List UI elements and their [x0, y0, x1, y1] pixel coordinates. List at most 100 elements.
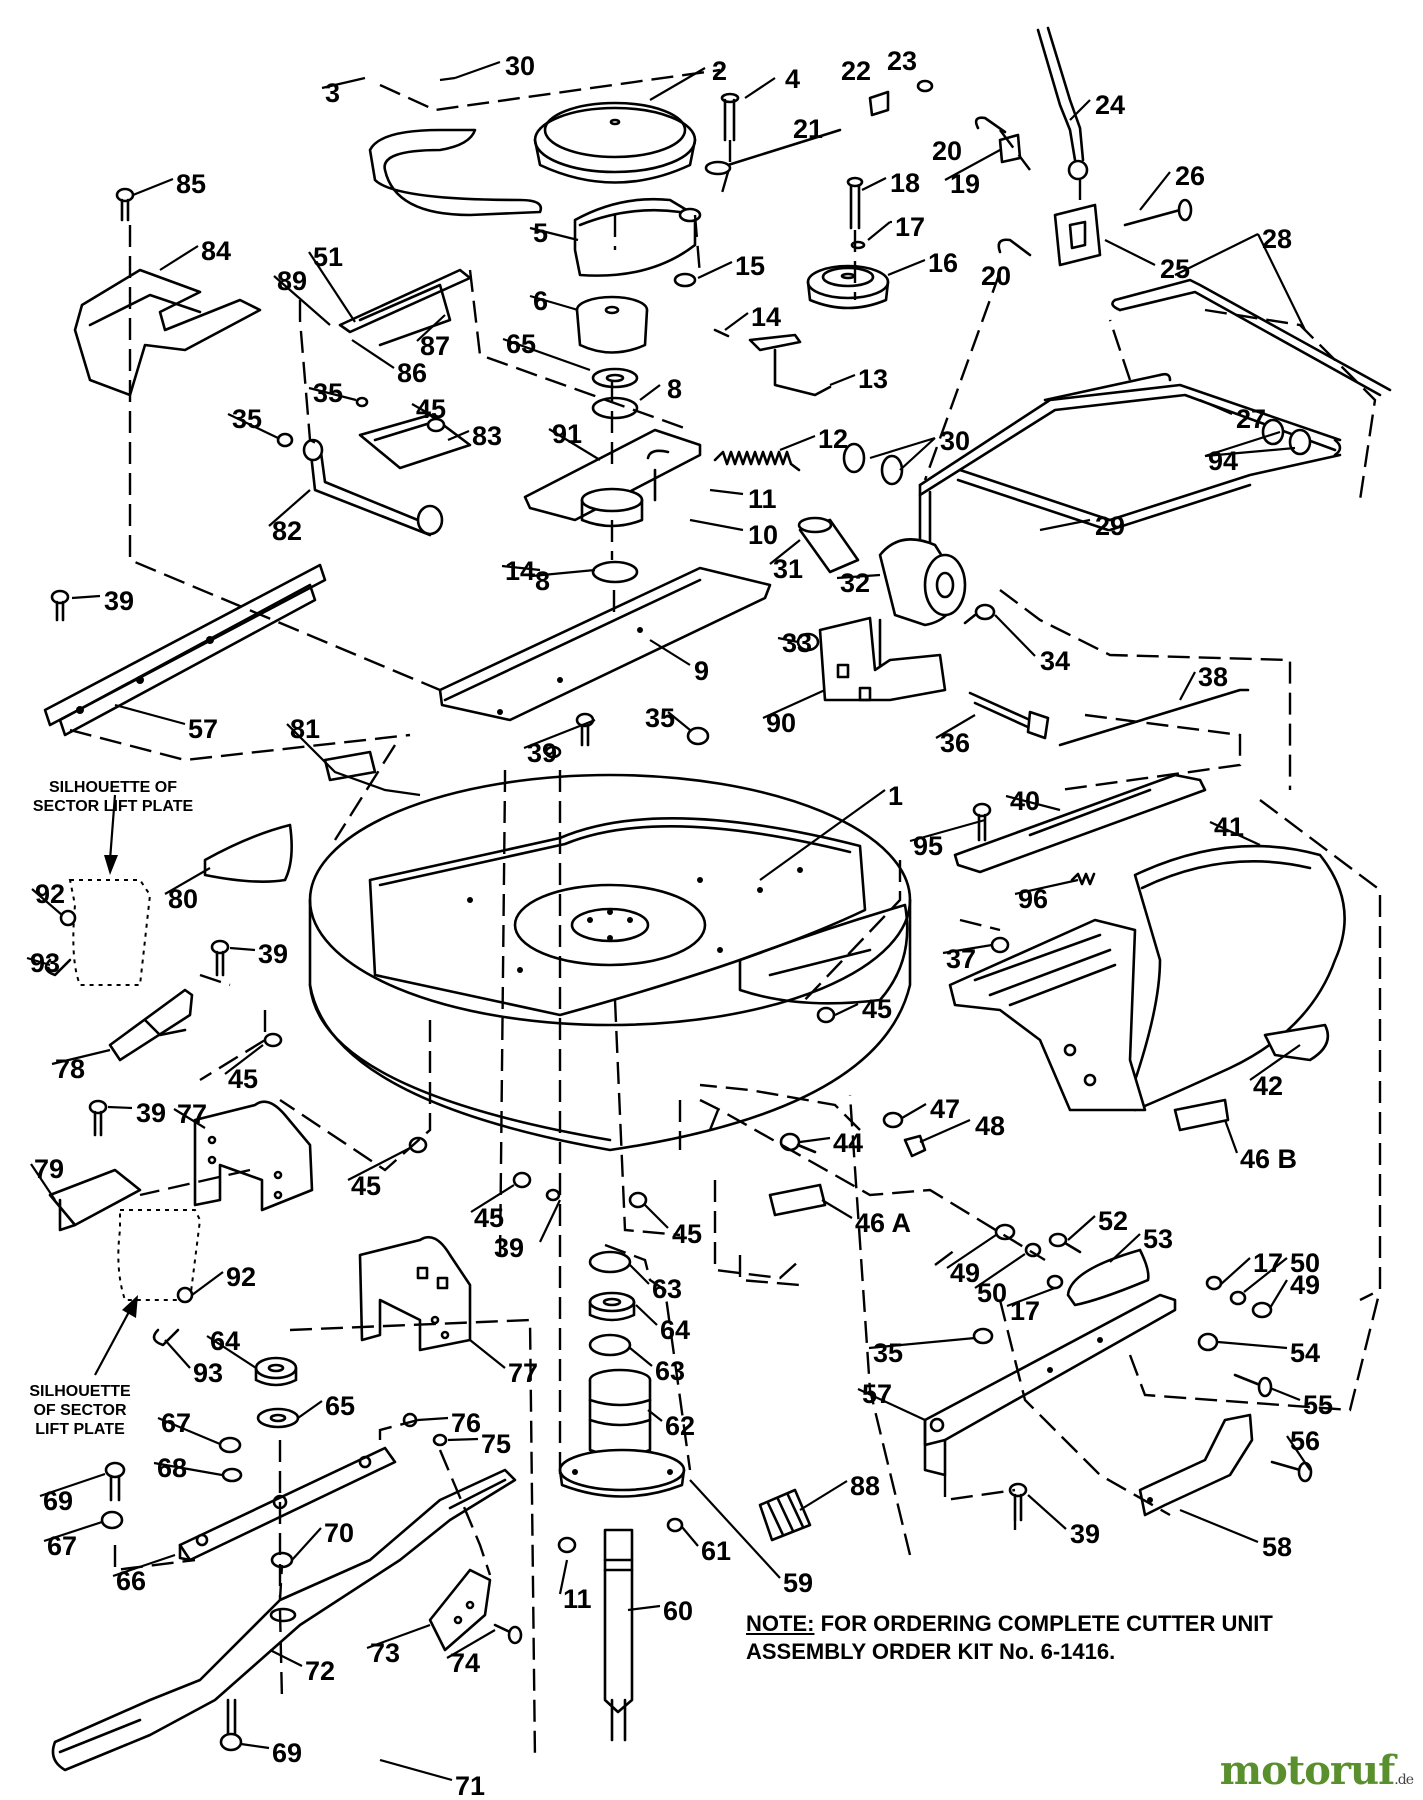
callout-c80: 80	[168, 884, 198, 914]
callout-c65a: 65	[506, 329, 536, 359]
silhouette-caption-bottom: SILHOUETTE OF SECTOR LIFT PLATE	[29, 1383, 131, 1438]
callout-c51: 51	[313, 242, 343, 272]
watermark-text: motoruf	[1219, 1747, 1396, 1794]
callout-c58: 58	[1262, 1532, 1292, 1562]
nut-45-bottom-left	[408, 1136, 428, 1154]
callout-c38: 38	[1198, 662, 1228, 692]
callout-c92b: 92	[226, 1262, 256, 1292]
bracket-58	[1138, 1413, 1254, 1517]
callout-c22: 22	[841, 56, 871, 86]
callout-c96: 96	[1018, 884, 1048, 914]
callout-c11a: 11	[748, 484, 777, 514]
plate-53	[1066, 1248, 1150, 1307]
nut-67-bottom	[100, 1510, 124, 1530]
decal-46a	[768, 1183, 827, 1217]
nut-35-center	[686, 726, 710, 746]
callout-c20a: 20	[932, 136, 962, 166]
callout-c92a: 92	[35, 879, 65, 909]
bolt-39-spindle	[544, 745, 562, 759]
callout-c90: 90	[766, 708, 796, 738]
callout-c35a: 35	[313, 378, 343, 408]
callout-c59: 59	[783, 1568, 813, 1598]
decal-46b	[1173, 1098, 1230, 1132]
pin-4	[720, 92, 740, 142]
decal-42	[1263, 1023, 1330, 1062]
callout-c17a: 17	[895, 212, 925, 242]
watermark-tld: .de	[1394, 1772, 1414, 1788]
control-rod-21	[704, 128, 842, 176]
callout-c57b: 57	[862, 1379, 892, 1409]
callout-c12: 12	[818, 424, 848, 454]
callout-c77b: 77	[508, 1358, 538, 1388]
ordering-note: NOTE: FOR ORDERING COMPLETE CUTTER UNIT …	[746, 1610, 1386, 1666]
silhouette-caption-top: SILHOUETTE OF SECTOR LIFT PLATE	[32, 779, 194, 815]
callout-c20b: 20	[981, 261, 1011, 291]
bearing-88	[758, 1488, 812, 1542]
callout-c75: 75	[481, 1429, 511, 1459]
callout-c50b: 50	[1290, 1248, 1320, 1278]
idler-pulley-16	[806, 264, 890, 310]
callout-c94: 94	[1208, 446, 1238, 476]
callout-c69b: 69	[272, 1738, 302, 1768]
block-19	[998, 133, 1022, 164]
callout-c49a: 49	[950, 1258, 980, 1288]
air-lift-73	[428, 1568, 492, 1652]
lift-frame-29	[917, 372, 1342, 607]
bolt-39-center	[575, 712, 595, 747]
ring-63-lower	[588, 1333, 632, 1357]
callout-c17b: 17	[1253, 1248, 1283, 1278]
callout-c45d: 45	[351, 1171, 381, 1201]
idler-bracket-91	[523, 428, 702, 528]
bolt-26	[1123, 198, 1193, 227]
callout-c74: 74	[450, 1648, 480, 1678]
nut-45-left	[263, 1032, 283, 1048]
nut-49-left	[994, 1223, 1016, 1241]
callout-c30a: 30	[505, 51, 535, 81]
callout-c65b: 65	[325, 1391, 355, 1421]
nut-49-right	[1251, 1301, 1273, 1319]
rod-38	[1058, 688, 1250, 747]
callout-c31: 31	[773, 554, 803, 584]
callout-c50a: 50	[977, 1278, 1007, 1308]
bolt-18	[846, 176, 864, 230]
callout-c54: 54	[1290, 1338, 1320, 1368]
callout-c82: 82	[272, 516, 302, 546]
callout-c68: 68	[157, 1453, 187, 1483]
bracket-82	[302, 438, 444, 537]
callout-c47: 47	[930, 1094, 960, 1124]
nut-67-top	[218, 1436, 242, 1454]
callout-c89: 89	[277, 266, 307, 296]
callout-c63b: 63	[655, 1356, 685, 1386]
bracket-77-bottom	[358, 1235, 472, 1352]
pin-14-top	[713, 328, 730, 338]
callout-c83: 83	[472, 421, 502, 451]
callout-c39f: 39	[1070, 1519, 1100, 1549]
callout-c25: 25	[1160, 254, 1190, 284]
spindle-shaft-60	[603, 1528, 634, 1742]
nut-45-bottom-right	[628, 1191, 648, 1209]
callout-c16: 16	[928, 248, 958, 278]
callout-c39e: 39	[494, 1233, 524, 1263]
sector-plate-silhouette-1	[68, 879, 152, 986]
callout-c45a: 45	[416, 394, 446, 424]
callout-c55: 55	[1303, 1390, 1333, 1420]
callout-c56: 56	[1290, 1426, 1320, 1456]
spacer-6	[575, 295, 649, 354]
washer-17-lower	[1046, 1274, 1064, 1290]
callout-c3: 3	[325, 78, 340, 108]
bracket-25	[1053, 203, 1102, 267]
note-text: FOR ORDERING COMPLETE CUTTER UNIT ASSEMB…	[746, 1611, 1273, 1664]
bolt-69-bottom	[219, 1698, 243, 1752]
callout-c60: 60	[663, 1596, 693, 1626]
nut-45-bottom-mid	[512, 1171, 532, 1189]
callout-c19: 19	[950, 169, 980, 199]
callout-c63a: 63	[652, 1274, 682, 1304]
callout-c11b: 11	[563, 1584, 592, 1614]
callout-c88: 88	[850, 1471, 880, 1501]
callout-c6: 6	[533, 286, 548, 316]
bolt-39-mid-left	[210, 939, 230, 977]
callout-c34: 34	[1040, 646, 1070, 676]
caption-arrowhead-top	[104, 855, 118, 875]
washer-92-bottom	[176, 1286, 194, 1304]
callout-c13: 13	[858, 364, 888, 394]
